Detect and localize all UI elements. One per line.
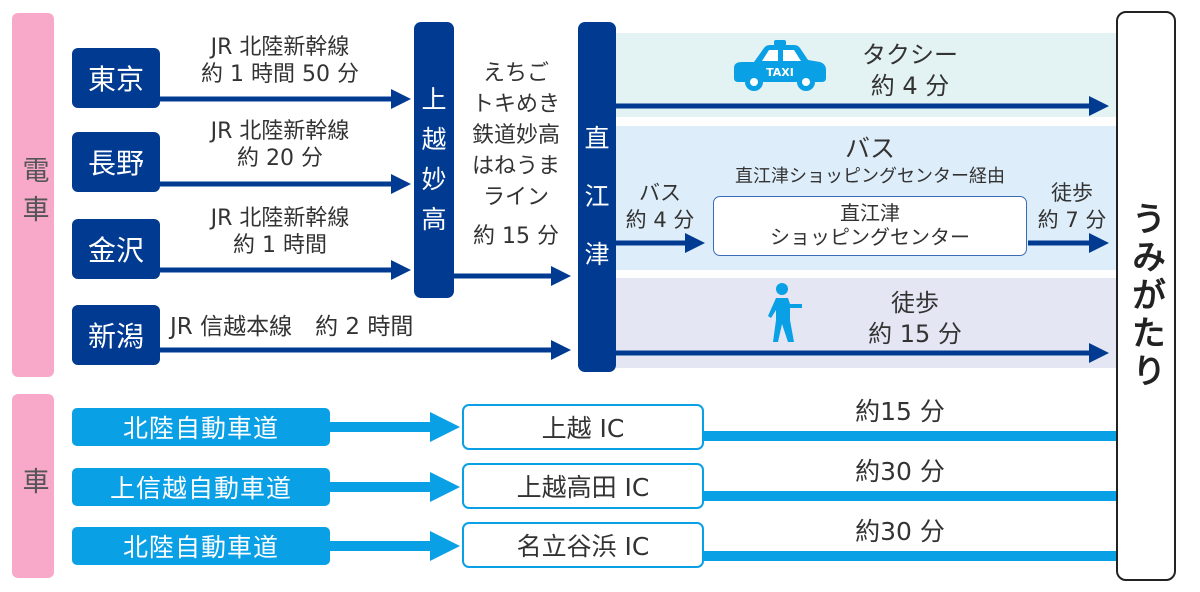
category-train: 電車 — [12, 13, 54, 377]
travel-time: 約 7 分 — [1037, 208, 1107, 232]
travel-time: 約 15 分 — [473, 224, 559, 249]
line-name: JR 北陸新幹線 — [210, 206, 350, 231]
ic-nadachi-hamaya[interactable]: 名立谷浜 IC — [462, 522, 704, 568]
station-char: 越 — [421, 125, 447, 154]
travel-time: 約 15 分 — [868, 320, 962, 348]
travel-time: 約 4 分 — [870, 72, 950, 100]
highway-hokuriku-2[interactable]: 北陸自動車道 — [72, 527, 330, 565]
highway-joshinetsu[interactable]: 上信越自動車道 — [72, 468, 330, 506]
station-char: 直 — [584, 124, 610, 153]
travel-time: 約 1 時間 50 分 — [201, 62, 359, 87]
taxi-band — [616, 33, 1116, 117]
station-char: 津 — [584, 240, 610, 269]
origin-niigata[interactable]: 新潟 — [72, 305, 160, 365]
origin-tokyo[interactable]: 東京 — [72, 48, 160, 108]
mode-name: 徒歩 — [891, 289, 939, 317]
destination-name: うみがたり — [1125, 201, 1166, 391]
stop-name: ショッピングセンター — [770, 225, 970, 249]
mode-name: 徒歩 — [1051, 181, 1093, 205]
route-label-kanazawa: JR 北陸新幹線 約 1 時間 — [165, 205, 395, 259]
mode-name: バス — [639, 181, 681, 205]
local-line-label: えちご トキめき 鉄道妙高 はねうま ライン 約 15 分 — [456, 58, 576, 252]
line-name: JR 北陸新幹線 — [210, 35, 350, 60]
taxi-label: タクシー 約 4 分 — [850, 40, 970, 102]
bus-leg2-label: 徒歩 約 7 分 — [1030, 180, 1114, 234]
ic-joetsu[interactable]: 上越 IC — [462, 404, 704, 450]
bus-via: 直江津ショッピングセンター経由 — [735, 166, 1005, 187]
walker-icon — [766, 282, 806, 344]
car-time-2: 約30 分 — [855, 457, 945, 486]
station-naoetsu[interactable]: 直 江 津 — [578, 22, 616, 372]
bus-leg1-label: バス 約 4 分 — [620, 180, 700, 234]
line-name: えちご — [482, 61, 549, 86]
station-char: 高 — [421, 205, 447, 234]
line-name: はねうま — [471, 154, 560, 179]
walk-label: 徒歩 約 15 分 — [850, 288, 980, 350]
travel-time: 約 20 分 — [237, 146, 323, 171]
route-label-tokyo: JR 北陸新幹線 約 1 時間 50 分 — [165, 34, 395, 88]
car-time-3: 約30 分 — [855, 517, 945, 546]
route-label-niigata: JR 信越本線 約 2 時間 — [170, 314, 414, 340]
bus-title: バス — [844, 134, 895, 163]
car-time-1: 約15 分 — [855, 397, 945, 426]
ic-joetsu-takada[interactable]: 上越高田 IC — [462, 463, 704, 509]
category-car: 車 — [12, 394, 54, 578]
line-name: JR 北陸新幹線 — [210, 119, 350, 144]
line-name: ライン — [482, 185, 549, 210]
line-name: トキめき — [471, 92, 560, 117]
origin-nagano[interactable]: 長野 — [72, 132, 160, 192]
travel-time: 約 1 時間 — [233, 233, 327, 258]
station-joetsu-myoko[interactable]: 上 越 妙 高 — [414, 22, 454, 298]
svg-text:TAXI: TAXI — [766, 66, 794, 79]
origin-kanazawa[interactable]: 金沢 — [72, 219, 160, 279]
highway-hokuriku-1[interactable]: 北陸自動車道 — [72, 408, 330, 446]
line-name: 鉄道妙高 — [471, 123, 560, 148]
stop-naoetsu-shopping-center[interactable]: 直江津 ショッピングセンター — [713, 196, 1027, 256]
station-char: 江 — [584, 182, 610, 211]
station-char: 上 — [421, 85, 447, 114]
destination-umigatari[interactable]: うみがたり — [1116, 11, 1176, 581]
travel-time: 約 4 分 — [625, 208, 695, 232]
station-char: 妙 — [421, 165, 447, 194]
mode-name: タクシー — [862, 41, 958, 69]
route-label-nagano: JR 北陸新幹線 約 20 分 — [165, 118, 395, 172]
stop-name: 直江津 — [840, 201, 900, 225]
taxi-icon: TAXI — [732, 40, 828, 92]
